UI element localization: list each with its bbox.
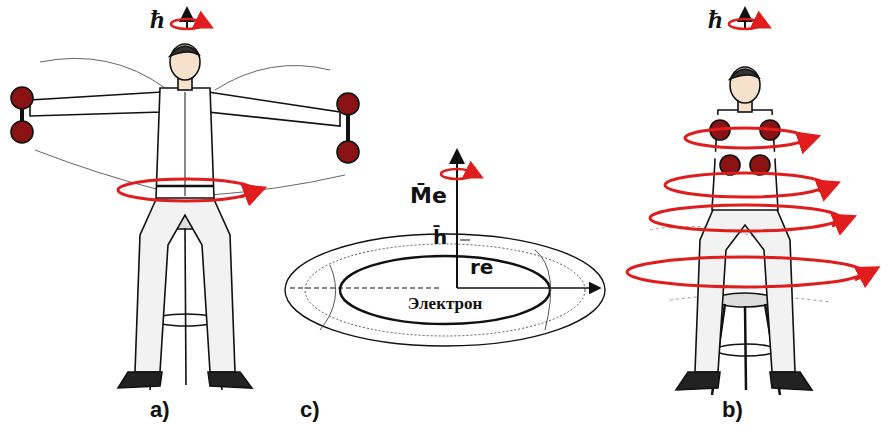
panel-letter: a): [150, 398, 170, 422]
electron-ring: [285, 150, 605, 346]
moment-symbol: M̄e: [410, 184, 447, 208]
hbar-symbol: ħ: [708, 6, 722, 35]
panel-letter: c): [300, 398, 320, 422]
radius-symbol: re: [470, 256, 493, 278]
electron-label: Электрон: [285, 294, 605, 314]
man-arms-out: [11, 44, 359, 390]
rotation-rings: [627, 128, 870, 287]
panel-letter: b): [722, 398, 743, 422]
electron-torus: Электрон: [285, 232, 605, 350]
h-vector-symbol: h̄: [433, 226, 447, 248]
hbar-symbol: ħ: [150, 6, 164, 35]
